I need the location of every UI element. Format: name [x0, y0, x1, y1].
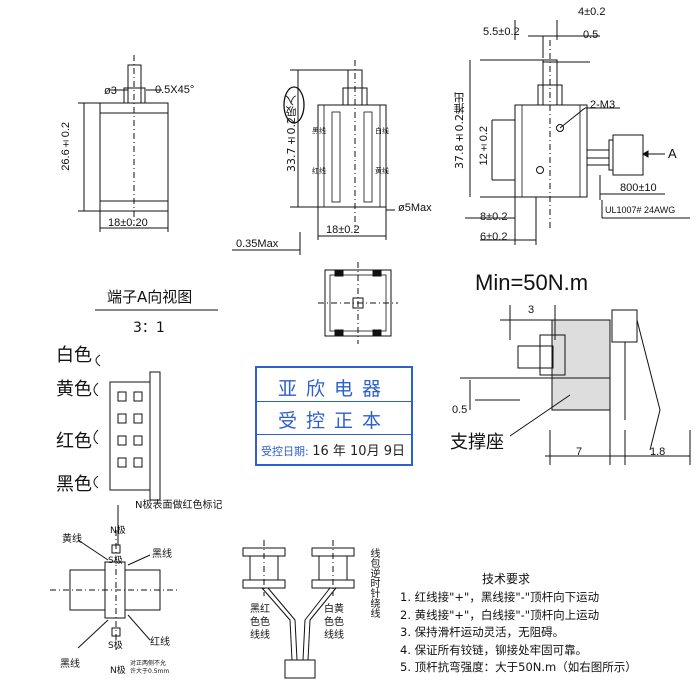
- coil-s-bottom: S极: [108, 641, 123, 651]
- stamp-controlled: 受控正本: [277, 410, 390, 432]
- coil-s-top: S极: [108, 556, 123, 566]
- winding-left-b: 色色: [250, 617, 270, 628]
- dim-0-5-top: 0.5: [583, 29, 599, 41]
- dim-6: 6±0.2: [480, 231, 508, 243]
- dim-height-middle: 33.7±0.2吸入: [285, 95, 298, 172]
- label-black-wire-mid: 黑线: [312, 127, 326, 135]
- coil-black-wire-top: 黑线: [152, 549, 172, 560]
- coil-black-wire-bottom: 黑线: [60, 659, 80, 670]
- dim-rod-max: ø5Max: [398, 202, 432, 214]
- stamp-company: 亚欣电器: [277, 378, 390, 400]
- support-diagram: [460, 305, 691, 465]
- label-red-wire-mid: 红线: [312, 167, 326, 175]
- stamp-date-label: 受控日期:: [261, 445, 309, 458]
- dim-rod-4: 4±0.2: [578, 6, 606, 18]
- top-view-square: [318, 262, 398, 344]
- controlled-copy-stamp: 亚欣电器 受控正本 受控日期: 16 年 10月 9日: [255, 366, 413, 466]
- stamp-date-value: 16 年 10月 9日: [312, 444, 405, 459]
- winding-left-a: 黑红: [250, 604, 270, 615]
- dim-support-1-8: 1.8: [650, 446, 666, 458]
- dim-gap-max: 0.35Max: [236, 238, 279, 250]
- coil-diagram: [50, 505, 180, 650]
- coil-yellow-wire: 黄线: [62, 534, 82, 545]
- front-view-middle: [232, 60, 395, 255]
- dim-height-left: 26.6±0.2: [60, 122, 72, 171]
- dim-height-right: 37.8±0.2推出: [453, 92, 466, 169]
- dim-mount-holes: 2-M3: [590, 99, 616, 111]
- winding-right-c: 线线: [324, 630, 344, 641]
- label-white-color: 白色: [56, 345, 92, 366]
- label-view-a: A: [668, 146, 677, 161]
- terminal-view-scale: 3：1: [133, 320, 165, 336]
- coil-n-bottom: N极: [110, 666, 126, 676]
- label-wire-spec: UL1007# 24AWG: [605, 205, 676, 215]
- winding-left-c: 线线: [250, 630, 270, 641]
- requirement-2: 2. 黄线接"+"，白线接"-"顶杆向上运动: [400, 607, 600, 622]
- requirement-4: 4. 保证所有铰链，铆接处牢固可靠。: [400, 642, 588, 657]
- dim-chamfer: 0.5X45°: [155, 84, 195, 96]
- winding-direction: 线包逆时针绕线: [368, 548, 379, 618]
- dim-support-0-5: 0.5: [452, 404, 468, 416]
- coil-alignment-note: 对正两侧不允 许大于0.5mm: [130, 660, 170, 675]
- coil-n-top: N极: [110, 526, 126, 536]
- terminal-view-title: 端子A向视图: [107, 288, 193, 306]
- dim-lead-length: 800±10: [620, 182, 657, 194]
- requirement-3: 3. 保持滑杆运动灵活，无阻碍。: [400, 625, 565, 639]
- min-force-label: Min=50N.m: [475, 270, 589, 295]
- label-yellow-color: 黄色: [56, 379, 92, 400]
- dim-support-3: 3: [528, 304, 535, 316]
- winding-right-a: 白黄: [324, 604, 344, 615]
- requirement-5: 5. 顶杆抗弯强度：大于50N.m（如右图所示）: [400, 660, 637, 674]
- support-seat-label: 支撑座: [450, 432, 504, 453]
- n-pole-note: N极表面做红色标记: [135, 500, 223, 511]
- side-view-right: [465, 20, 690, 245]
- terminal-view: [93, 309, 218, 501]
- tech-requirements: 技术要求 1. 红线接"+"，黑线接"-"顶杆向下运动 2. 黄线接"+"，白线…: [400, 570, 696, 677]
- dim-width-middle: 18±0.2: [326, 224, 360, 236]
- dim-hole-spacing: 12±0.2: [478, 126, 490, 166]
- dim-support-7: 7: [576, 446, 583, 458]
- dim-8: 8±0.2: [480, 211, 508, 223]
- label-white-wire-mid: 白线: [375, 127, 389, 135]
- front-view-left: [78, 55, 169, 232]
- winding-right-b: 色色: [324, 617, 344, 628]
- dim-width-left: 18±0.20: [108, 217, 148, 229]
- winding-diagram: [242, 540, 355, 679]
- dim-shaft-diameter: ø3: [104, 85, 117, 97]
- requirements-title: 技术要求: [482, 572, 531, 586]
- dim-rod-5-5: 5.5±0.2: [483, 26, 520, 38]
- label-yellow-wire-mid: 黄线: [375, 167, 389, 175]
- coil-red-wire: 红线: [150, 637, 170, 648]
- label-black-color: 黑色: [56, 474, 92, 495]
- requirement-1: 1. 红线接"+"，黑线接"-"顶杆向下运动: [400, 590, 600, 604]
- label-red-color: 红色: [56, 431, 92, 452]
